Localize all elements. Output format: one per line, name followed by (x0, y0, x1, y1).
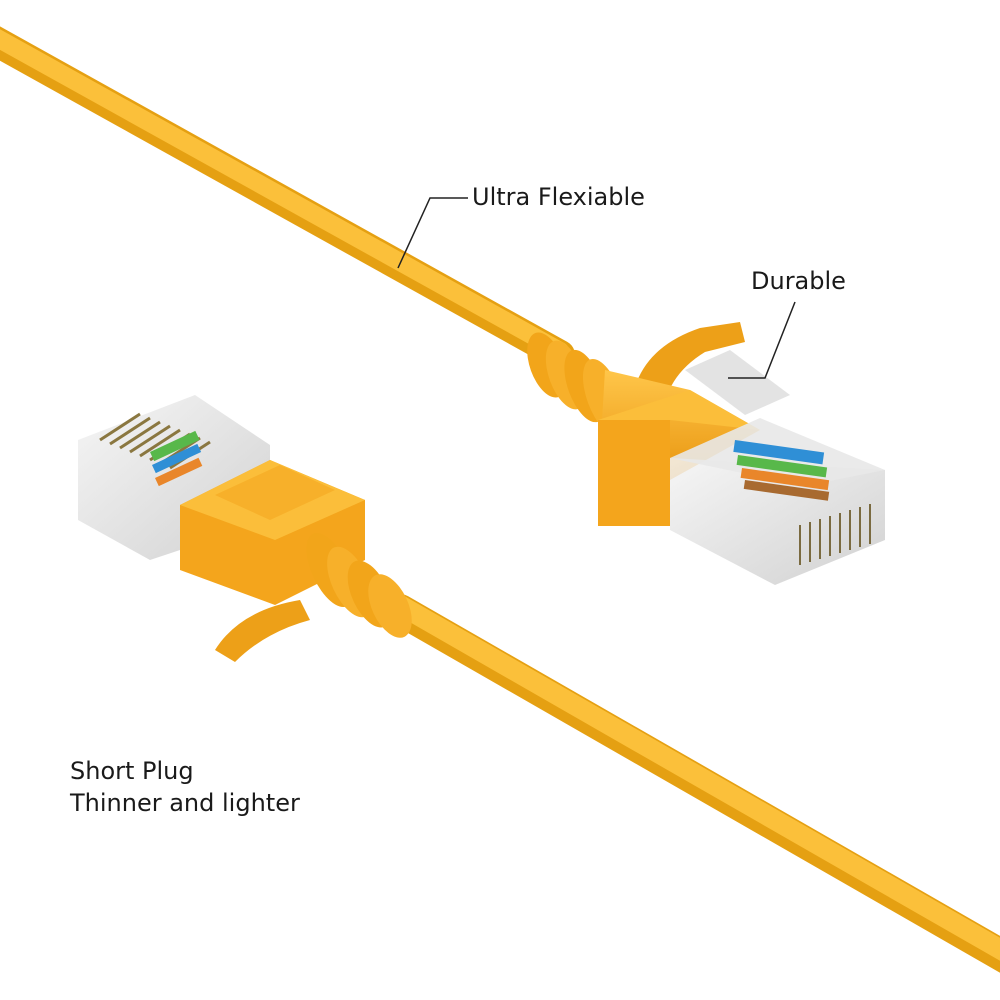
right-rj45-connector (527, 322, 885, 585)
callout-durable-label: Durable (751, 267, 846, 295)
callout-plug-label-line1: Short Plug (70, 757, 194, 785)
callout-plug-label-line2: Thinner and lighter (70, 789, 300, 817)
right-plug-pins (799, 504, 871, 565)
lower-cable (384, 594, 1000, 973)
callout-flexible-label: Ultra Flexiable (472, 183, 645, 211)
left-rj45-connector (78, 395, 412, 662)
callout-leader-durable (728, 301, 796, 379)
upper-cable (0, 26, 575, 370)
left-boot-ribs (306, 532, 412, 638)
callout-leader-flexible (397, 197, 468, 269)
